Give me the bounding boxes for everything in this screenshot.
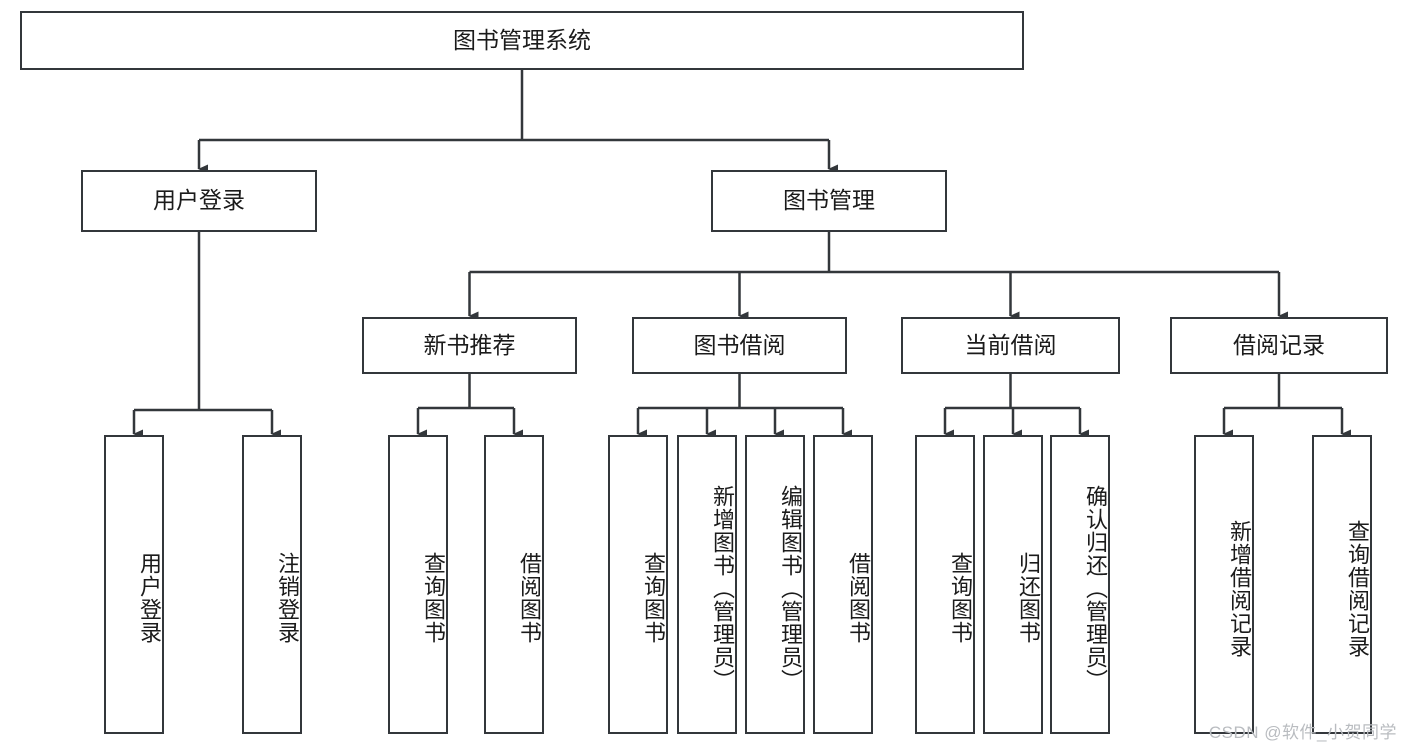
node-label: 查询图书 — [948, 551, 973, 644]
node-label: 编辑图书（管理员） — [778, 485, 803, 692]
edges-group — [132, 70, 1351, 439]
node-leaf11[interactable]: 确认归还（管理员） — [1050, 435, 1110, 734]
node-leaf9[interactable]: 查询图书 — [915, 435, 975, 734]
node-newbook[interactable]: 新书推荐 — [362, 317, 577, 374]
node-label: 归还图书 — [1016, 551, 1041, 644]
node-label: 图书借阅 — [693, 331, 786, 358]
node-label: 当前借阅 — [964, 331, 1057, 358]
node-label: 借阅图书 — [517, 551, 542, 644]
node-label: 查询图书 — [641, 551, 666, 644]
node-login[interactable]: 用户登录 — [81, 170, 317, 232]
node-leaf10[interactable]: 归还图书 — [983, 435, 1043, 734]
node-leaf1[interactable]: 用户登录 — [104, 435, 164, 734]
node-label: 借阅图书 — [846, 551, 871, 644]
node-leaf13[interactable]: 查询借阅记录 — [1312, 435, 1372, 734]
node-borrow[interactable]: 图书借阅 — [632, 317, 847, 374]
node-label: 图书管理系统 — [453, 26, 591, 53]
node-bookmgmt[interactable]: 图书管理 — [711, 170, 947, 232]
node-label: 查询图书 — [421, 551, 446, 644]
node-records[interactable]: 借阅记录 — [1170, 317, 1388, 374]
node-label: 新增图书（管理员） — [710, 485, 735, 692]
node-current[interactable]: 当前借阅 — [901, 317, 1120, 374]
node-label: 新增借阅记录 — [1227, 519, 1252, 658]
node-label: 借阅记录 — [1233, 331, 1325, 358]
node-label: 用户登录 — [153, 187, 245, 214]
node-root[interactable]: 图书管理系统 — [20, 11, 1024, 70]
node-leaf7[interactable]: 编辑图书（管理员） — [745, 435, 805, 734]
node-label: 新书推荐 — [423, 331, 516, 358]
node-leaf8[interactable]: 借阅图书 — [813, 435, 873, 734]
node-leaf4[interactable]: 借阅图书 — [484, 435, 544, 734]
node-leaf2[interactable]: 注销登录 — [242, 435, 302, 734]
node-label: 确认归还（管理员） — [1083, 485, 1108, 692]
node-leaf3[interactable]: 查询图书 — [388, 435, 448, 734]
node-label: 注销登录 — [275, 551, 300, 644]
node-leaf6[interactable]: 新增图书（管理员） — [677, 435, 737, 734]
node-label: 用户登录 — [137, 551, 162, 644]
node-label: 图书管理 — [783, 187, 875, 214]
node-leaf12[interactable]: 新增借阅记录 — [1194, 435, 1254, 734]
node-leaf5[interactable]: 查询图书 — [608, 435, 668, 734]
node-label: 查询借阅记录 — [1345, 519, 1370, 658]
